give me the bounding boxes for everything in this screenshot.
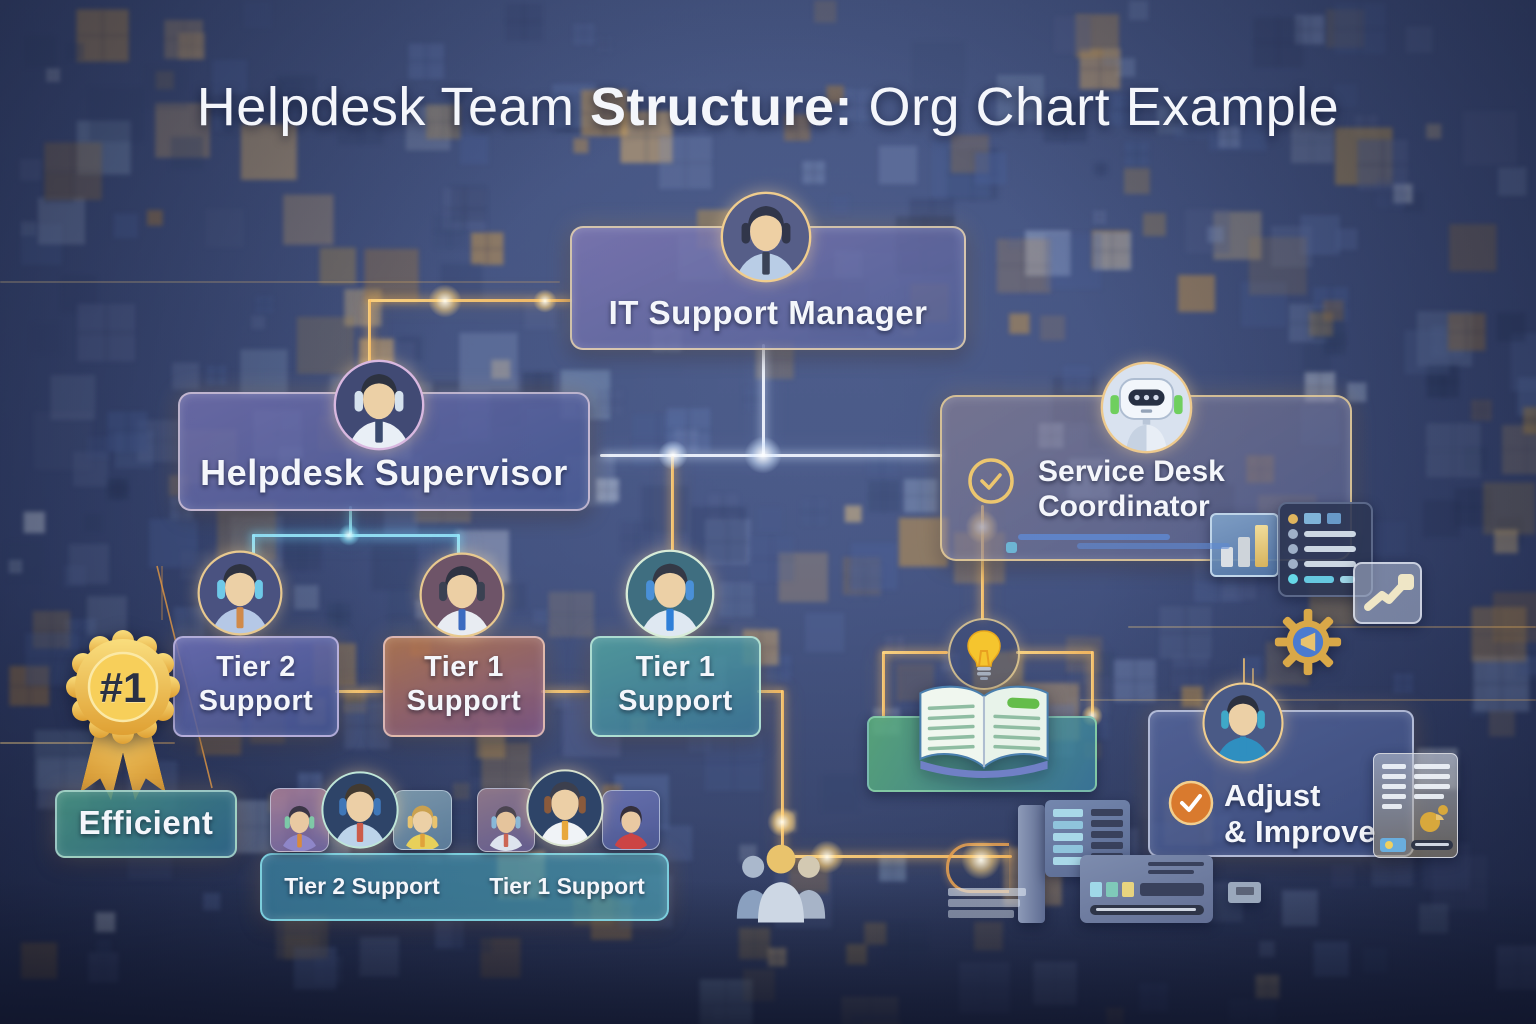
coordinator-line1: Service Desk	[1038, 455, 1225, 488]
streak-line	[1128, 626, 1536, 628]
document-icon	[1373, 753, 1458, 858]
people-group-icon	[722, 838, 840, 934]
team-member-icon	[320, 770, 400, 850]
glow-flare	[961, 840, 1001, 880]
check-circle-icon	[968, 458, 1014, 504]
console-unit-icon	[1080, 855, 1213, 923]
efficient-label: Efficient	[78, 804, 214, 841]
streak-line	[0, 742, 175, 744]
team-member-icon	[477, 788, 535, 852]
connector-book-left-v	[882, 652, 885, 718]
streak-line	[0, 281, 560, 283]
connector-supervisor-down	[349, 506, 352, 535]
glow-flare	[428, 284, 462, 318]
lightbulb-icon	[948, 618, 1020, 690]
team-bar: Tier 2 Support Tier 1 Support	[260, 853, 669, 921]
supervisor-label: Helpdesk Supervisor	[200, 452, 568, 493]
connector-split-left-v	[252, 534, 255, 558]
streak-line	[1080, 699, 1536, 701]
server-tower-icon	[1018, 805, 1045, 923]
connector-tier1b-right	[757, 690, 783, 693]
coordinator-robot-icon	[1099, 360, 1194, 455]
efficient-box: Efficient	[55, 790, 237, 858]
team-bar-tier2-label: Tier 2 Support	[284, 873, 440, 899]
connector-split-right-v	[457, 534, 460, 560]
connector-book-right-h	[1016, 651, 1093, 654]
connector-manager-supervisor-v	[368, 299, 371, 394]
team-member-icon	[270, 788, 329, 852]
connector-book-right-v	[1091, 651, 1094, 718]
connector-to-tier1b	[671, 456, 674, 551]
glow-flare	[744, 436, 782, 474]
open-book-icon	[919, 685, 1049, 778]
manager-avatar-person-icon	[719, 190, 813, 284]
tier1a-avatar-person-icon	[418, 551, 506, 639]
connector-bottom-right-h	[781, 855, 1012, 858]
title-part-1: Helpdesk Team	[196, 77, 590, 137]
connector-tier2-tier1a	[335, 690, 383, 693]
keyboard-icon	[1228, 882, 1261, 903]
team-member-icon	[393, 790, 452, 850]
connector-manager-supervisor-h	[368, 299, 572, 302]
paper-stack-icon	[948, 888, 1026, 918]
check-badge-icon	[1168, 780, 1214, 826]
title-part-2: Structure:	[590, 77, 854, 137]
connector-right-down	[781, 690, 784, 857]
glow-flare	[533, 289, 557, 313]
tier2-avatar-person-icon	[196, 549, 284, 637]
title-part-3: Org Chart Example	[853, 77, 1340, 137]
glow-flare	[767, 807, 797, 837]
badge-rank: #1	[99, 664, 147, 711]
team-bar-tier1-label: Tier 1 Support	[489, 873, 645, 899]
gear-icon	[1274, 608, 1342, 676]
adjust-avatar-person-icon	[1201, 681, 1285, 765]
team-member-icon	[602, 790, 660, 850]
coordinator-label: Service Desk Coordinator	[1038, 455, 1225, 525]
connector-coordinator-down	[981, 505, 984, 620]
page-title: Helpdesk Team Structure: Org Chart Examp…	[0, 76, 1536, 138]
skeleton-dot	[1006, 542, 1017, 553]
adjust-label: Adjust& Improve	[1224, 778, 1376, 849]
team-member-icon	[525, 768, 605, 848]
trend-up-icon	[1353, 562, 1422, 624]
pie-shape-icon	[1420, 805, 1448, 832]
supervisor-avatar-person-icon	[332, 358, 426, 452]
tier1b-avatar-person-icon	[624, 548, 716, 640]
doc-tile	[1380, 838, 1406, 852]
coordinator-line2: Coordinator	[1038, 489, 1210, 523]
bar-chart-icon	[1210, 513, 1279, 577]
connector-tier1a-tier1b	[541, 690, 590, 693]
skeleton-line	[1018, 534, 1170, 540]
glow-flare	[658, 440, 688, 470]
glow-flare	[338, 524, 360, 546]
manager-label: IT Support Manager	[608, 294, 928, 331]
connector-book-left-h	[882, 651, 948, 654]
skeleton-line	[1077, 543, 1230, 549]
connector-manager-down	[762, 344, 765, 456]
